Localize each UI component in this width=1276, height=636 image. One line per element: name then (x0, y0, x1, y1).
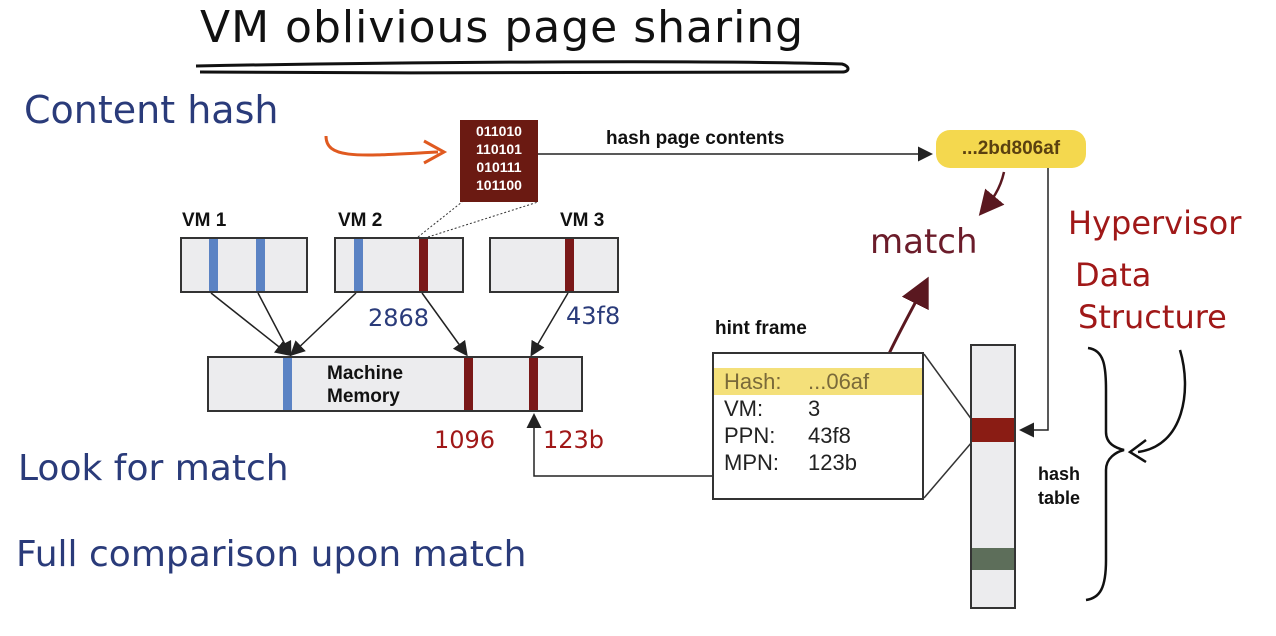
hint-match-arrow (884, 276, 929, 361)
bits-row: 010111 (476, 159, 522, 175)
note-look-for-match: Look for match (18, 448, 289, 489)
map-arrow-vm1a (210, 292, 291, 356)
hint-row-hash: Hash: ...06af (714, 368, 922, 395)
hint-value: ...06af (808, 369, 870, 394)
map-arrow-vm2-red (421, 292, 468, 357)
hash-to-table-arrow (1019, 164, 1049, 438)
hint-frame-title: hint frame (715, 318, 807, 339)
note-match: match (870, 222, 978, 262)
vm1-page-blue-a (209, 239, 218, 291)
ppn-note-vm2: 2868 (368, 304, 430, 332)
vm1-label: VM 1 (182, 210, 227, 231)
hint-key: MPN: (724, 450, 779, 475)
hint-to-memory-arrow (526, 413, 712, 477)
title-underline (195, 60, 850, 75)
memory-page-red-a (464, 358, 473, 410)
note-content-hash: Content hash (24, 88, 279, 132)
note-hypervisor-line3: Structure (1078, 298, 1227, 336)
page-bits-box: 011010 110101 010111 101100 (460, 120, 538, 202)
vm1-page-blue-b (256, 239, 265, 291)
content-hash-arrow (324, 135, 439, 157)
hint-frame-box: Hash: ...06af VM: 3 PPN: 43f8 MPN: 123b (712, 352, 924, 500)
note-hypervisor-line1: Hypervisor (1068, 204, 1242, 242)
hash-value-badge: ...2bd806af (936, 130, 1086, 168)
page-title: VM oblivious page sharing (200, 2, 805, 53)
memory-page-blue (283, 358, 292, 410)
hint-key: PPN: (724, 423, 776, 448)
hint-value: 43f8 (808, 423, 851, 448)
hash-table-brace (1085, 346, 1125, 602)
vm2-memory-box (334, 237, 464, 293)
machine-memory-box: Machine Memory (207, 356, 583, 412)
ppn-note-vm3: 43f8 (566, 302, 621, 330)
hint-value: 3 (808, 396, 821, 421)
brace-pointer-arrow (1137, 349, 1187, 454)
vm2-page-blue (354, 239, 363, 291)
mpn-note-1: 1096 (434, 426, 496, 454)
hint-zoom-bottom (923, 441, 973, 499)
map-arrow-vm1b (257, 292, 292, 357)
hash-table-box (970, 344, 1016, 609)
bits-row: 011010 (476, 123, 522, 139)
note-hypervisor-line2: Data (1075, 256, 1152, 294)
map-arrow-vm3-red (530, 292, 569, 357)
hint-zoom-top (923, 353, 973, 421)
hint-key: Hash: (724, 369, 782, 394)
map-arrow-vm2-blue (289, 292, 357, 357)
note-full-comparison: Full comparison upon match (16, 534, 527, 575)
vm1-memory-box (180, 237, 308, 293)
hash-table-match-slot (972, 418, 1014, 442)
zoom-line-left (417, 201, 463, 238)
vm2-page-red (419, 239, 428, 291)
hash-table-label-line1: hash (1038, 464, 1081, 484)
memory-page-red-b (529, 358, 538, 410)
bits-row: 101100 (476, 177, 522, 193)
hint-key: VM: (724, 396, 764, 421)
hash-table-other-slot (972, 548, 1014, 570)
hash-table-label-line2: table (1038, 488, 1081, 508)
zoom-line-right (427, 201, 539, 238)
brace-pointer-arrowhead (1127, 439, 1147, 464)
hint-row-vm: VM: 3 (714, 395, 922, 422)
machine-memory-label-line2: Memory (327, 386, 400, 407)
machine-memory-label-line1: Machine (327, 363, 404, 384)
hint-row-ppn: PPN: 43f8 (714, 422, 922, 449)
vm3-page-red (565, 239, 574, 291)
vm3-memory-box (489, 237, 619, 293)
content-hash-arrowhead (423, 139, 448, 165)
hash-table-label: hash table (1038, 462, 1080, 510)
machine-memory-label: Machine Memory (327, 362, 403, 408)
match-arrow (978, 171, 1006, 216)
hint-value: 123b (808, 450, 857, 475)
hint-row-mpn: MPN: 123b (714, 449, 922, 476)
hash-page-contents-label: hash page contents (606, 128, 785, 149)
bits-row: 110101 (476, 141, 522, 157)
vm3-label: VM 3 (560, 210, 605, 231)
mpn-note-2: 123b (543, 426, 605, 454)
vm2-label: VM 2 (338, 210, 383, 231)
